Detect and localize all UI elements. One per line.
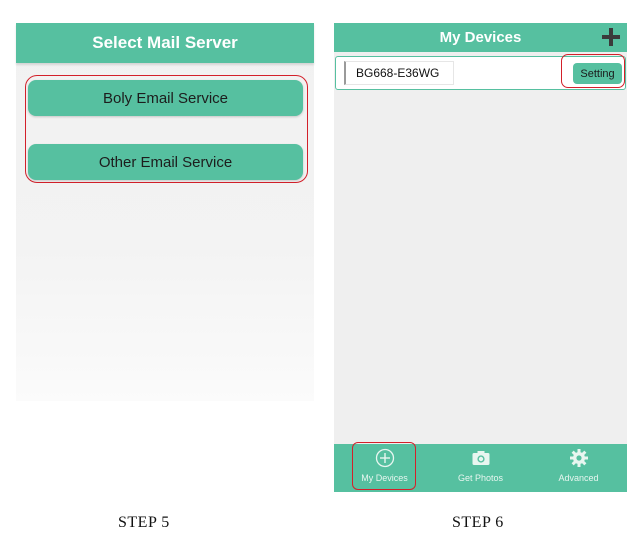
other-email-service-button[interactable]: Other Email Service — [28, 144, 303, 180]
step-caption: STEP 6 — [452, 514, 504, 531]
boly-email-service-button[interactable]: Boly Email Service — [28, 80, 303, 116]
my-devices-screen: My Devices BG668-E36WG Setting — [334, 23, 627, 492]
highlight-outline — [352, 442, 416, 490]
highlight-outline — [25, 75, 308, 183]
screen-title: My Devices — [334, 23, 627, 52]
tab-get-photos[interactable]: Get Photos — [432, 444, 529, 492]
bottom-tab-bar: My Devices Get Photos — [334, 444, 627, 492]
select-mail-server-screen: Select Mail Server Boly Email Service Ot… — [16, 23, 314, 401]
tab-label: Get Photos — [457, 473, 504, 483]
tab-label: Advanced — [558, 473, 599, 483]
tab-label: My Devices — [361, 473, 408, 483]
add-device-plus-icon[interactable] — [601, 27, 621, 47]
gear-icon — [569, 448, 589, 468]
step-caption: STEP 5 — [118, 514, 170, 531]
device-name: BG668-E36WG — [344, 61, 454, 85]
tab-my-devices[interactable]: My Devices — [336, 444, 433, 492]
setting-button[interactable]: Setting — [573, 63, 622, 84]
camera-icon — [471, 448, 491, 468]
add-device-icon — [375, 448, 395, 468]
tab-advanced[interactable]: Advanced — [530, 444, 627, 492]
device-list-item[interactable]: BG668-E36WG Setting — [335, 56, 626, 90]
highlight-outline — [561, 54, 625, 88]
screen-title: Select Mail Server — [16, 23, 314, 63]
